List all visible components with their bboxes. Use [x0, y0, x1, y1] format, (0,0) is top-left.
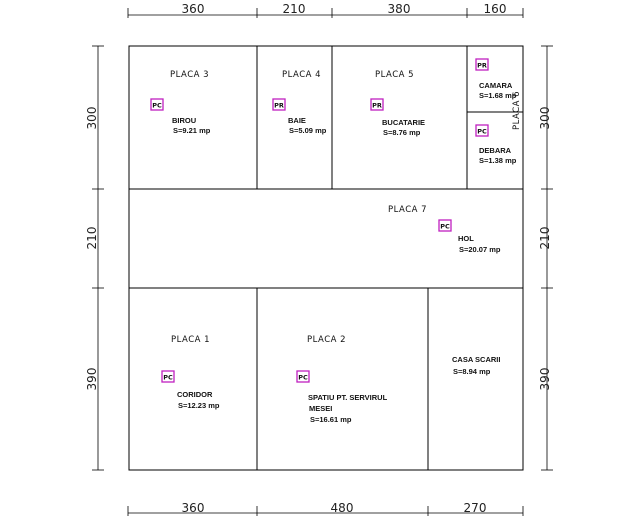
placa-label: PLACA 4 — [282, 70, 321, 80]
room-name-line-1: SPATIU PT. SERVIRUL — [308, 393, 388, 402]
left-dim-2: 210 — [85, 227, 99, 250]
room-area-camara: S=1.68 mp — [479, 91, 517, 100]
room-placa-4: PLACA 4 PR BAIE S=5.09 mp — [272, 70, 327, 135]
tag-box — [150, 98, 164, 111]
tag-box — [272, 98, 286, 111]
left-dim-3: 390 — [85, 368, 99, 391]
room-casa-scarii: CASA SCARII S=8.94 mp — [452, 355, 500, 376]
top-dim-2: 210 — [283, 2, 306, 16]
tag-label: PC — [298, 374, 308, 382]
left-dim-1: 300 — [85, 107, 99, 130]
placa-label: PLACA 5 — [375, 70, 414, 80]
room-placa-5: PLACA 5 PR BUCATARIE S=8.76 mp — [370, 70, 425, 137]
right-dim-2: 210 — [538, 227, 552, 250]
room-area: S=8.94 mp — [453, 367, 491, 376]
walls — [128, 45, 524, 471]
placa-label: PLACA 6 — [512, 91, 522, 130]
room-name: BUCATARIE — [382, 118, 425, 127]
tag-box-camara — [475, 58, 489, 71]
room-name: HOL — [458, 234, 474, 243]
tag-label: PC — [163, 374, 173, 382]
room-name: CASA SCARII — [452, 355, 500, 364]
room-name-camara: CAMARA — [479, 81, 513, 90]
bottom-dim-2: 480 — [331, 501, 354, 515]
tag-box — [438, 219, 452, 232]
top-dim-1: 360 — [182, 2, 205, 16]
right-dim-3: 390 — [538, 368, 552, 391]
tag-label: PC — [152, 102, 162, 110]
room-placa-6: PR CAMARA S=1.68 mp PLACA 6 PC DEBARA S=… — [475, 58, 522, 165]
tag-box — [370, 98, 384, 111]
room-area: S=12.23 mp — [178, 401, 220, 410]
placa-label: PLACA 1 — [171, 335, 210, 345]
left-dimension-line — [92, 45, 104, 471]
tag-label-camara: PR — [477, 62, 487, 70]
top-dim-3: 380 — [388, 2, 411, 16]
bottom-dim-3: 270 — [464, 501, 487, 515]
placa-label: PLACA 7 — [388, 205, 427, 215]
tag-box — [296, 370, 310, 383]
room-placa-2: PLACA 2 PC SPATIU PT. SERVIRUL MESEI S=1… — [296, 335, 388, 424]
room-placa-7: PLACA 7 PC HOL S=20.07 mp — [388, 205, 501, 254]
room-area: S=9.21 mp — [173, 126, 211, 135]
top-dim-4: 160 — [484, 2, 507, 16]
tag-label: PR — [372, 102, 382, 110]
tag-label: PR — [274, 102, 284, 110]
placa-label: PLACA 3 — [170, 70, 209, 80]
right-dim-1: 300 — [538, 107, 552, 130]
bottom-dimension-line — [127, 506, 524, 516]
tag-label: PC — [440, 223, 450, 231]
room-placa-1: PLACA 1 PC CORIDOR S=12.23 mp — [161, 335, 220, 410]
tag-box — [161, 370, 175, 383]
room-area: S=16.61 mp — [310, 415, 352, 424]
room-name: BAIE — [288, 116, 306, 125]
room-area: S=5.09 mp — [289, 126, 327, 135]
room-name-debara: DEBARA — [479, 146, 512, 155]
room-name: CORIDOR — [177, 390, 213, 399]
bottom-dim-1: 360 — [182, 501, 205, 515]
tag-label-debara: PC — [477, 128, 487, 136]
placa-label: PLACA 2 — [307, 335, 346, 345]
room-area: S=8.76 mp — [383, 128, 421, 137]
top-dimension-line — [127, 8, 524, 18]
room-name: BIROU — [172, 116, 196, 125]
room-area-debara: S=1.38 mp — [479, 156, 517, 165]
right-dimension-line — [541, 45, 553, 471]
room-placa-3: PLACA 3 PC BIROU S=9.21 mp — [150, 70, 211, 135]
tag-box-debara — [475, 124, 489, 137]
room-name-line-2: MESEI — [309, 404, 332, 413]
room-area: S=20.07 mp — [459, 245, 501, 254]
